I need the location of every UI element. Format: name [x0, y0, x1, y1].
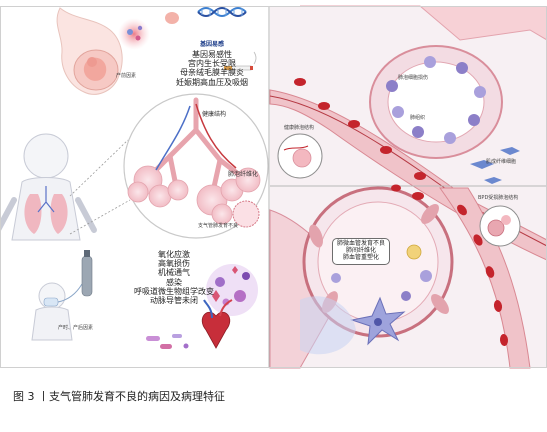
pulmonary-vessel-red [195, 103, 237, 169]
prenatal-factor: 基因易感性 [192, 50, 232, 59]
postnatal-factor: 感染 [166, 277, 182, 287]
inset-vessel [283, 145, 309, 151]
interstitial-stain [300, 296, 356, 355]
prenatal-factor: 母亲绒毛膜羊膜炎 [180, 68, 244, 78]
alveolar-injury-note: 肺泡细胞损伤 [398, 75, 429, 81]
alveolar-clusters [127, 165, 261, 225]
postnatal-factor: 呼吸道微生物组学改变 [134, 286, 214, 296]
small-fetus-icon [165, 12, 179, 24]
prenatal-factor-list: 基因易感性 宫内生长受限 母亲绒毛膜羊膜炎 妊娠期高血压及吸烟 [164, 50, 260, 87]
heart-illustration [201, 299, 233, 349]
cell-icon [127, 29, 133, 35]
cell-icon [135, 35, 141, 41]
pathology-line: 肺微血管发育不良 [337, 240, 386, 247]
airway-dysplasia-label: 支气管肺发育不良 [198, 223, 239, 229]
inset-alveolus-icon [292, 148, 312, 168]
dna-helix-icon [197, 7, 247, 17]
zoom-connector [69, 199, 131, 235]
postnatal-label: 产时、产后因素 [58, 325, 94, 331]
postnatal-factor: 氧化应激 [158, 250, 190, 259]
postnatal-factor: 机械通气 [158, 268, 190, 278]
inflammation-glow [118, 18, 150, 50]
pathology-callout-box: 肺微血管发育不良 肺间纤维化 肺血管重塑化 [332, 238, 391, 265]
alveolar-epithelial-cells [386, 56, 486, 144]
baby-on-oxygen-illustration [31, 250, 93, 341]
inset-damaged-alveolus-icon [487, 219, 505, 237]
cigarette-icon [223, 51, 257, 71]
figure-svg [0, 5, 547, 369]
zoom-connector [69, 139, 129, 197]
gene-label: 基因易感 [200, 41, 225, 48]
myofibroblast-note: 肌成纤维细胞 [486, 159, 517, 165]
healthy-alveolus-label: 健康肺泡结构 [284, 125, 315, 131]
red-blood-cells-lower [391, 184, 509, 346]
postnatal-factor: 动脉导管未闭 [150, 295, 198, 305]
pathology-line: 肺血管重塑化 [343, 253, 380, 261]
bacteria-illustration [146, 334, 189, 349]
microbes-illustration [206, 264, 258, 316]
cell-icon [137, 25, 143, 31]
left-panel [0, 7, 269, 349]
alveolus-lumen [387, 61, 485, 143]
right-panel [269, 5, 547, 369]
infant-illustration [0, 133, 97, 241]
figure-caption: 图 3 丨支气管肺发育不良的病因及病理特征 [13, 390, 225, 403]
lung-tissue-note: 肺组织 [410, 115, 426, 121]
inset-damaged-alveolus-icon [501, 215, 511, 225]
fibrotic-alveolus [232, 200, 260, 228]
figure-illustration: 基因易感 产前因素 基因易感性 宫内生长受限 母亲绒毛膜羊膜炎 妊娠期高血压及吸… [0, 5, 547, 369]
alveolar-fibrosis-label: 肺泡纤维化 [228, 171, 259, 178]
postnatal-factor-list: 氧化应激 高氧损伤 机械通气 感染 呼吸道微生物组学改变 动脉导管未闭 [118, 250, 230, 305]
healthy-structure-label: 健康结构 [202, 111, 227, 118]
bpd-alveolus-label: BPD受损肺泡结构 [478, 195, 519, 201]
pulmonary-vessel-blue [155, 105, 191, 171]
prenatal-label: 产前因素 [116, 73, 137, 79]
prenatal-factor: 妊娠期高血压及吸烟 [176, 77, 248, 87]
prenatal-factor: 宫内生长受限 [188, 59, 236, 69]
postnatal-factor: 高氧损伤 [158, 259, 190, 269]
fetus-head [87, 57, 97, 67]
macrophage-cell [350, 296, 406, 346]
pathology-line: 肺间纤维化 [346, 246, 377, 254]
fibroblast-cells [470, 147, 520, 184]
